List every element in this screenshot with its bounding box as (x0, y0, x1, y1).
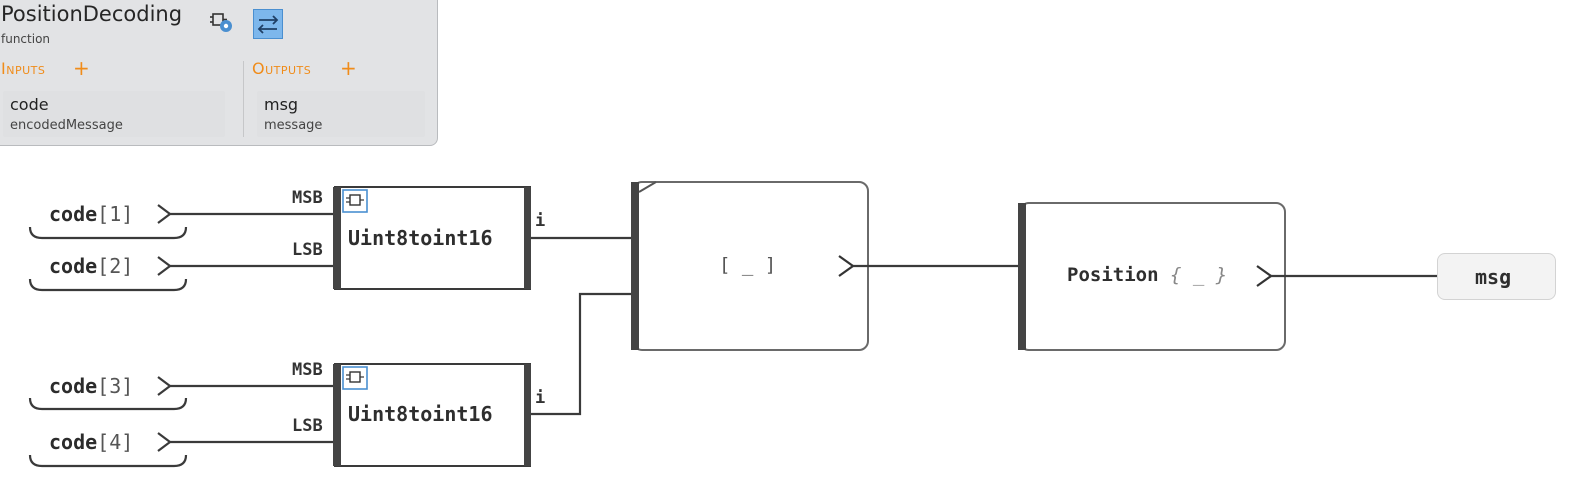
source-name: code (49, 254, 98, 278)
source-index: [1] (97, 202, 134, 226)
array-block-label: [ _ ] (719, 254, 777, 276)
inputs-section-title: Inputs (1, 59, 46, 78)
function-name[interactable]: PositionDecoding (1, 2, 183, 26)
source-code-4[interactable]: code[4] (49, 430, 133, 454)
section-divider (243, 61, 244, 137)
input-port-code[interactable]: code encodedMessage (3, 91, 225, 137)
source-bracket[interactable] (28, 226, 188, 240)
position-fields-placeholder: { _ } (1169, 264, 1228, 286)
source-index: [3] (97, 374, 134, 398)
outputs-section-title: Outputs (252, 59, 312, 78)
output-port-arrow[interactable] (157, 376, 172, 396)
source-bracket[interactable] (28, 397, 188, 411)
output-terminal[interactable] (1437, 253, 1556, 300)
position-type-name: Position (1067, 264, 1159, 286)
gear-settings-icon[interactable] (209, 9, 235, 35)
source-bracket[interactable] (28, 454, 188, 468)
swap-arrows-icon[interactable] (253, 9, 283, 39)
source-bracket[interactable] (28, 278, 188, 292)
position-block-label[interactable]: Position { _ } (1067, 264, 1227, 286)
source-code-3[interactable]: code[3] (49, 374, 133, 398)
output-port-type: message (264, 118, 323, 133)
output-terminal-label: msg (1475, 265, 1512, 289)
function-kind: function (1, 32, 51, 46)
add-output-button[interactable]: + (340, 56, 357, 80)
pin-lsb-label: LSB (292, 240, 323, 260)
pin-out-label: i (535, 211, 546, 231)
source-code-1[interactable]: code[1] (49, 202, 133, 226)
cpp-module-icon (342, 189, 368, 213)
source-name: code (49, 202, 98, 226)
position-block-shape[interactable] (1018, 202, 1286, 351)
source-name: code (49, 374, 98, 398)
output-port-name: msg (264, 95, 299, 114)
pin-out-label: i (535, 388, 546, 408)
input-port-name: code (10, 95, 49, 114)
pin-lsb-label: LSB (292, 416, 323, 436)
pin-msb-label: MSB (292, 188, 323, 208)
input-port-type: encodedMessage (10, 118, 123, 133)
add-input-button[interactable]: + (73, 56, 90, 80)
source-index: [2] (97, 254, 134, 278)
source-index: [4] (97, 430, 134, 454)
source-name: code (49, 430, 98, 454)
wire[interactable] (531, 292, 633, 416)
output-port-arrow[interactable] (157, 204, 172, 224)
cpp-module-icon (342, 366, 368, 390)
converter-title[interactable]: Uint8toint16 (348, 402, 493, 426)
function-header-panel: PositionDecoding function Inputs + code … (0, 0, 438, 146)
source-code-2[interactable]: code[2] (49, 254, 133, 278)
converter-title[interactable]: Uint8toint16 (348, 226, 493, 250)
output-port-arrow[interactable] (157, 256, 172, 276)
pin-msb-label: MSB (292, 360, 323, 380)
output-port-arrow[interactable] (157, 432, 172, 452)
output-port-msg[interactable]: msg message (257, 91, 425, 137)
